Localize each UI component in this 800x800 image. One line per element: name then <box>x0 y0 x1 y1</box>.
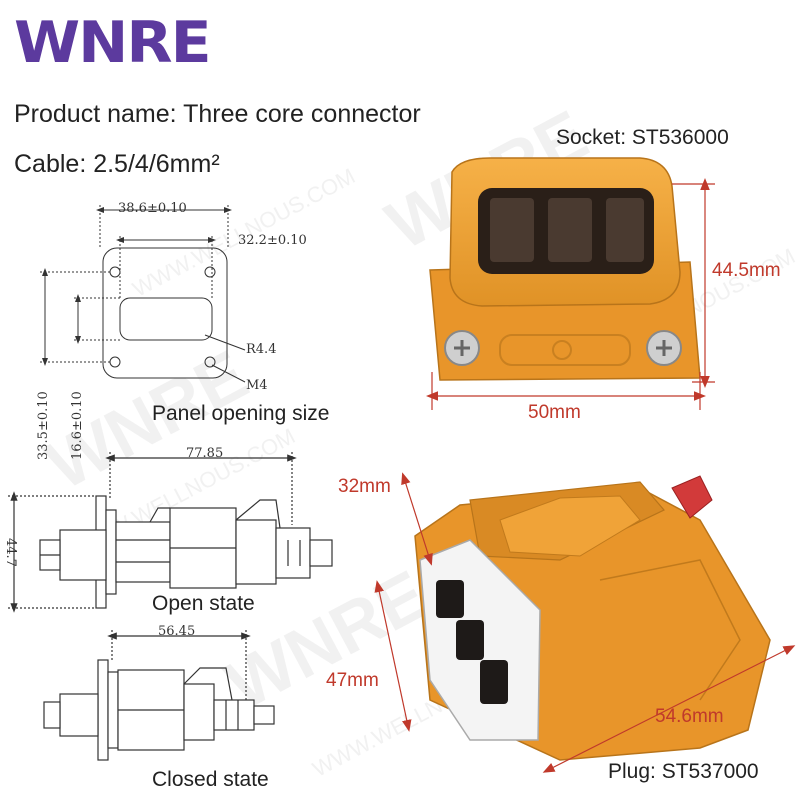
dim-open-length: 77.85 <box>186 446 224 461</box>
mount-hole <box>109 266 121 278</box>
dim-panel-outer-height: 33.5±0.10 <box>36 391 51 460</box>
cable-spec: Cable: 2.5/4/6mm² <box>14 150 220 178</box>
dim-panel-inner-height: 16.6±0.10 <box>70 391 85 460</box>
socket-dimensions <box>426 178 715 410</box>
brand-logo: WNRE <box>14 9 212 77</box>
mount-hole <box>204 356 216 368</box>
mount-hole <box>204 266 216 278</box>
panel-opening-drawing <box>40 205 246 383</box>
product-name: Product name: Three core connector <box>14 100 421 128</box>
dim-panel-radius: R4.4 <box>246 342 277 357</box>
plug-depth-dim: 32mm <box>338 476 391 497</box>
dim-panel-outer-width: 38.6±0.10 <box>118 201 187 216</box>
dim-panel-screw: M4 <box>246 378 268 393</box>
panel-cutout <box>119 297 213 341</box>
socket-width-dim: 50mm <box>528 402 581 423</box>
plug-height-dim: 47mm <box>326 670 379 691</box>
dim-open-height: 44.7 <box>3 538 18 567</box>
socket-height-dim: 44.5mm <box>712 260 781 281</box>
dim-closed-length: 56.45 <box>158 624 196 639</box>
mount-hole <box>109 356 121 368</box>
socket-image <box>429 157 701 381</box>
plug-dimensions <box>374 472 796 773</box>
panel-caption: Panel opening size <box>152 402 330 425</box>
flange <box>97 659 109 761</box>
open-state-drawing <box>8 452 333 613</box>
open-state-caption: Open state <box>152 592 255 615</box>
socket-label: Socket: ST536000 <box>556 126 729 149</box>
dim-panel-inner-width: 32.2±0.10 <box>238 233 307 248</box>
plug-label: Plug: ST537000 <box>608 760 759 783</box>
closed-state-drawing <box>43 630 275 761</box>
plug-length-dim: 54.6mm <box>655 706 724 727</box>
closed-state-caption: Closed state <box>152 768 269 791</box>
panel-outline <box>102 247 228 379</box>
